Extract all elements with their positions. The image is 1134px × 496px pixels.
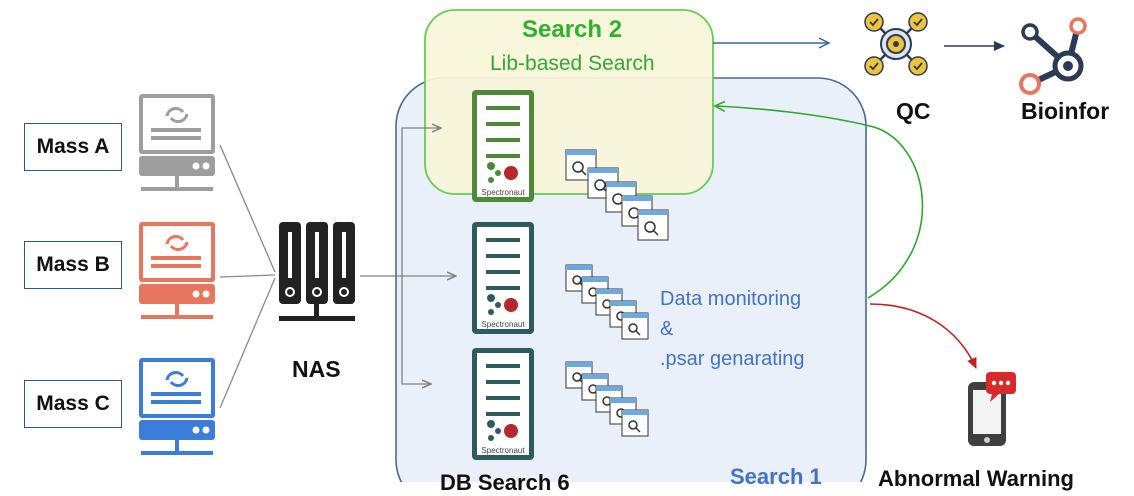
qc-gear-icon <box>864 12 928 76</box>
search2-title: Search 2 <box>522 16 623 43</box>
workflow-diagram: Spectronaut Spectronaut Spectronaut <box>139 9 1087 482</box>
monitoring-line-1: Data monitoring <box>660 288 802 310</box>
connector-line <box>219 277 276 409</box>
server-brand-label: Spectronaut <box>481 320 525 329</box>
abnormal-warning-label: Abnormal Warning <box>878 466 1074 491</box>
mass-b-label: Mass B <box>24 241 122 289</box>
file-stack-icon <box>565 149 669 241</box>
server-lib-search-icon <box>472 90 534 202</box>
nas-to-server-top-arrow <box>401 128 440 276</box>
connector-line <box>219 274 276 278</box>
warning-phone-icon <box>968 372 1016 446</box>
warning-arrow <box>869 303 977 369</box>
monitoring-text: Data monitoring & .psar genarating <box>660 284 805 374</box>
nas-label: NAS <box>292 356 341 382</box>
feedback-arrow-to-search2 <box>716 106 924 299</box>
file-stack-icon <box>565 361 649 437</box>
bioinfor-network-icon <box>1019 17 1087 95</box>
bioinfor-label: Bioinfor <box>1021 98 1110 124</box>
mass-b-computer-icon <box>139 222 215 319</box>
file-stack-icon <box>565 264 649 340</box>
connector-line <box>219 144 276 273</box>
mass-c-computer-icon <box>139 358 215 455</box>
search1-title: Search 1 <box>730 464 822 489</box>
server-db-search-icon <box>472 222 534 334</box>
nas-to-server-bottom-arrow <box>401 276 430 384</box>
db-search-label: DB Search 6 <box>440 470 570 495</box>
server-brand-label: Spectronaut <box>481 188 525 197</box>
search2-subtitle: Lib-based Search <box>490 52 655 75</box>
mass-a-label: Mass A <box>24 123 122 171</box>
mass-c-label: Mass C <box>24 380 122 428</box>
nas-storage-icon <box>279 222 355 321</box>
monitoring-line-2: & <box>660 318 674 340</box>
server-brand-label: Spectronaut <box>481 446 525 455</box>
mass-a-computer-icon <box>139 94 215 191</box>
qc-label: QC <box>896 98 931 124</box>
server-db-search-icon <box>472 348 534 460</box>
monitoring-line-3: .psar genarating <box>660 348 805 370</box>
